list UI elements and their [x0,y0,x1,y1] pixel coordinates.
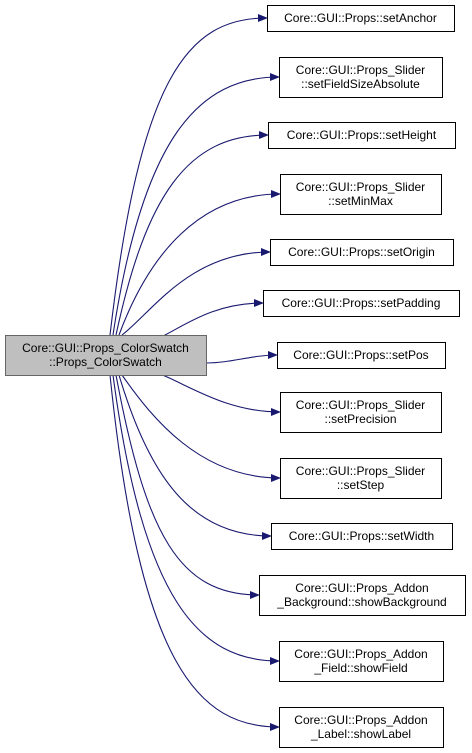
callee-node-11-box [259,575,466,616]
call-edge-9 [121,374,281,482]
callee-node-5[interactable]: Core::GUI::Props::setOrigin [270,239,454,266]
callee-node-13-label-line-2: _Label::showLabel [310,727,411,741]
callee-node-12-label-line-2: _Field::showField [313,661,407,675]
callee-node-8-box [280,392,442,433]
call-edge-12 [112,374,280,665]
callee-node-1-box [267,5,455,32]
graph-nodes: Core::GUI::Props_ColorSwatch::Props_Colo… [5,5,466,748]
callee-node-6-box [263,290,460,317]
call-edge-7 [205,351,278,364]
callee-node-12-label-line-1: Core::GUI::Props_Addon [294,647,427,661]
callee-node-4[interactable]: Core::GUI::Props_Slider::setMinMax [280,174,442,215]
callee-node-11[interactable]: Core::GUI::Props_Addon_Background::showB… [259,575,466,616]
callee-node-12-box [279,641,444,682]
callee-node-2[interactable]: Core::GUI::Props_Slider::setFieldSizeAbs… [279,57,443,98]
callee-node-9-label-line-2: ::setStep [337,478,385,492]
callee-node-10[interactable]: Core::GUI::Props::setWidth [271,523,453,550]
call-edge-3 [115,131,269,336]
callee-node-12[interactable]: Core::GUI::Props_Addon_Field::showField [279,641,444,682]
root-node-props-colorswatch-label-line-1: Core::GUI::Props_ColorSwatch [22,341,189,355]
callee-node-8-label-line-1: Core::GUI::Props_Slider [296,398,425,412]
callee-node-11-label-line-2: _Background::showBackground [276,595,446,609]
callee-node-8-label-line-2: ::setPrecision [324,412,396,426]
call-edge-11 [115,374,260,599]
callee-node-13-label-line-1: Core::GUI::Props_Addon [294,713,427,727]
callee-node-5-label-line-1: Core::GUI::Props::setOrigin [288,245,435,259]
callee-node-2-label-line-1: Core::GUI::Props_Slider [296,63,425,77]
callee-node-2-box [279,57,443,98]
callee-node-7-label-line-1: Core::GUI::Props::setPos [293,348,428,362]
call-edge-2 [112,73,280,336]
callee-node-2-label-line-2: ::setFieldSizeAbsolute [301,77,420,91]
call-edge-1 [109,14,268,336]
callee-node-11-label-line-1: Core::GUI::Props_Addon [295,581,428,595]
callee-node-4-label-line-1: Core::GUI::Props_Slider [296,180,425,194]
callee-node-10-box [271,523,453,550]
callee-node-6-label-line-1: Core::GUI::Props::setPadding [282,296,441,310]
call-edge-4 [118,190,281,336]
root-node-props-colorswatch[interactable]: Core::GUI::Props_ColorSwatch::Props_Colo… [5,335,207,376]
callee-node-13-box [279,707,444,748]
callee-node-6[interactable]: Core::GUI::Props::setPadding [263,290,460,317]
callee-node-3-box [268,122,456,149]
callee-node-1[interactable]: Core::GUI::Props::setAnchor [267,5,455,32]
call-edge-8 [124,369,281,416]
callee-node-13[interactable]: Core::GUI::Props_Addon_Label::showLabel [279,707,444,748]
callee-node-3[interactable]: Core::GUI::Props::setHeight [268,122,456,149]
callee-node-3-label-line-1: Core::GUI::Props::setHeight [287,128,437,142]
callee-node-7-box [277,342,446,369]
call-edge-13 [109,374,280,731]
root-node-props-colorswatch-label-line-2: ::Props_ColorSwatch [49,355,162,369]
callee-node-7[interactable]: Core::GUI::Props::setPos [277,342,446,369]
callee-node-9-box [280,458,442,499]
callee-node-8[interactable]: Core::GUI::Props_Slider::setPrecision [280,392,442,433]
call-edge-5 [121,248,271,336]
callee-node-10-label-line-1: Core::GUI::Props::setWidth [289,529,434,543]
callee-node-5-box [270,239,454,266]
callee-node-9-label-line-1: Core::GUI::Props_Slider [296,464,425,478]
root-node-props-colorswatch-box [5,335,207,376]
callee-node-1-label-line-1: Core::GUI::Props::setAnchor [284,11,437,25]
callee-node-4-box [280,174,442,215]
callee-node-9[interactable]: Core::GUI::Props_Slider::setStep [280,458,442,499]
callee-node-4-label-line-2: ::setMinMax [328,194,393,208]
call-edge-10 [118,374,272,540]
